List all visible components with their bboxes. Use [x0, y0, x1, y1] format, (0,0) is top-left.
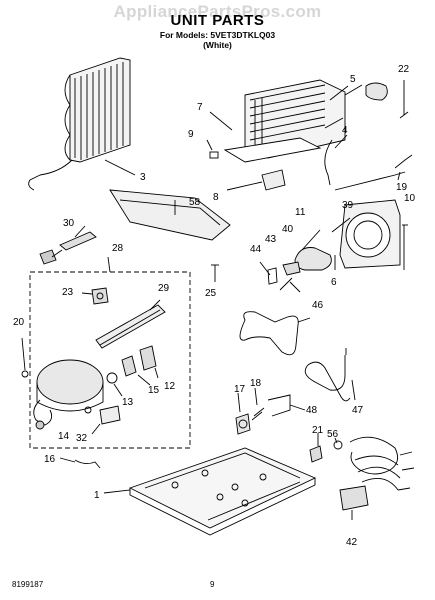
callout-43: 43: [265, 234, 277, 245]
fan-motor: [294, 247, 332, 271]
wire-harness: [339, 436, 415, 511]
evaporator-assembly: [223, 79, 363, 163]
callout-17: 17: [234, 384, 246, 395]
callout-16: 16: [44, 454, 56, 465]
compressor: [33, 359, 104, 430]
part-22: [365, 82, 388, 101]
callout-7: 7: [197, 102, 203, 113]
callout-19: 19: [396, 182, 408, 193]
heater-30: [59, 231, 97, 251]
callout-9: 9: [188, 129, 194, 140]
callout-11: 11: [295, 207, 306, 218]
callout-39: 39: [342, 200, 354, 211]
page-number: 9: [210, 580, 215, 589]
callout-22: 22: [398, 64, 410, 75]
callout-12: 12: [164, 381, 176, 392]
drain-pan: [109, 189, 231, 241]
callout-6: 6: [331, 277, 337, 288]
callout-32: 32: [76, 433, 88, 444]
models-line: For Models: 5VET3DTKLQ03: [159, 30, 276, 40]
clip-8: [261, 169, 286, 191]
callout-46: 46: [312, 300, 324, 311]
callout-56: 56: [327, 429, 339, 440]
callout-20: 20: [13, 317, 25, 328]
callout-4: 4: [342, 125, 348, 136]
color-line: (White): [203, 40, 232, 50]
callout-14: 14: [58, 431, 70, 442]
callout-3: 3: [140, 172, 146, 183]
callout-15: 15: [148, 385, 160, 396]
callout-48: 48: [306, 405, 318, 416]
watermark: AppliancePartsPros.com: [113, 2, 322, 21]
callout-40: 40: [282, 224, 294, 235]
callout-58: 58: [189, 197, 201, 208]
callout-47: 47: [352, 405, 364, 416]
page-title: UNIT PARTS: [170, 12, 265, 29]
condenser-coil: [28, 57, 131, 191]
callout-1: 1: [94, 490, 100, 501]
callout-44: 44: [250, 244, 262, 255]
doc-number: 8199187: [12, 580, 44, 589]
screw-9: [209, 151, 219, 159]
callout-42: 42: [346, 537, 358, 548]
callout-10: 10: [404, 193, 416, 204]
callout-29: 29: [158, 283, 170, 294]
callout-18: 18: [250, 378, 262, 389]
callout-28: 28: [112, 243, 124, 254]
callout-25: 25: [205, 288, 217, 299]
base-pan: [128, 447, 317, 536]
callout-21: 21: [312, 425, 324, 436]
drier-29: [95, 304, 166, 349]
callout-30: 30: [63, 218, 75, 229]
callout-13: 13: [122, 397, 134, 408]
relay-23: [91, 287, 109, 305]
callout-5: 5: [350, 74, 356, 85]
callout-23: 23: [62, 287, 74, 298]
callout-8: 8: [213, 192, 219, 203]
